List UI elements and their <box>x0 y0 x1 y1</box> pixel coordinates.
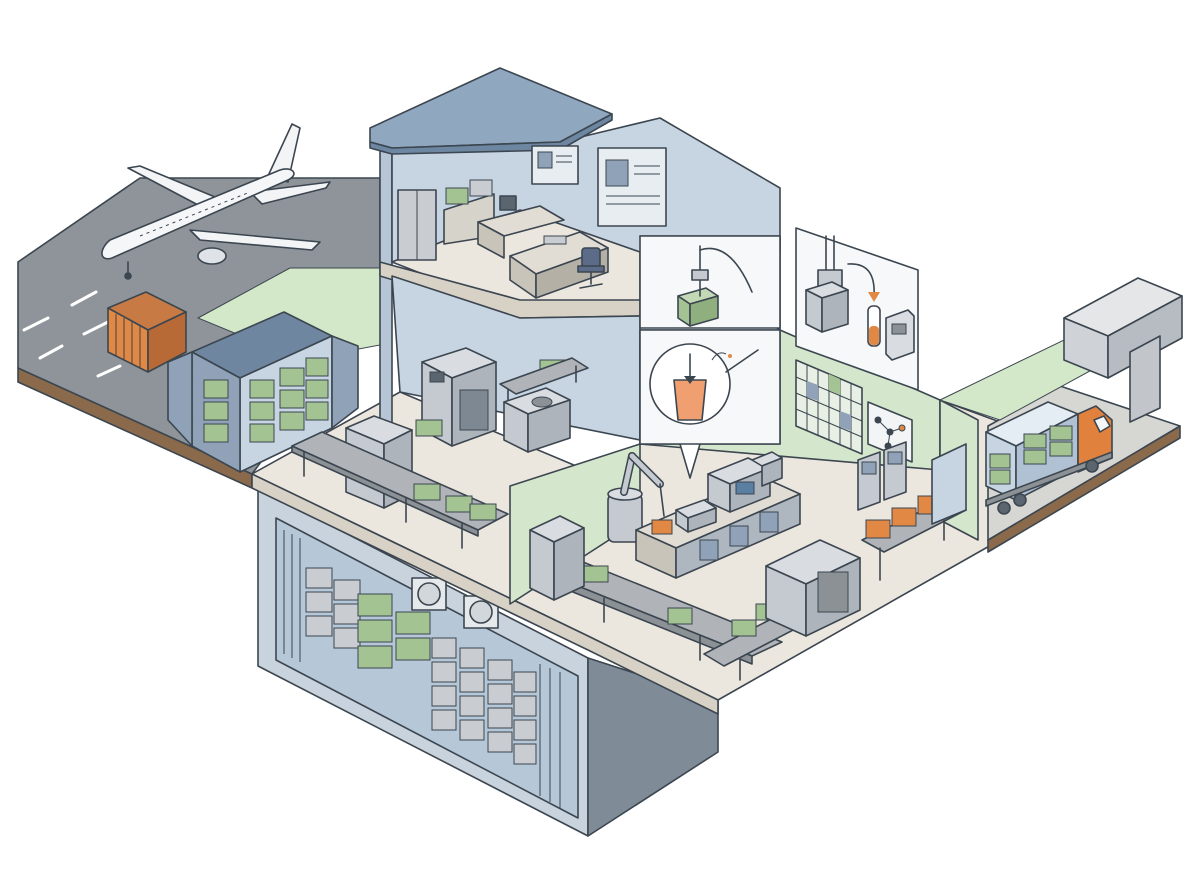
sample-beaker-icon <box>649 343 759 425</box>
cold-storage-icon <box>411 577 499 629</box>
callout-analysis <box>795 227 919 391</box>
sampling-probe-icon <box>677 245 753 327</box>
wall-poster-1 <box>531 145 579 185</box>
office-desk-icon <box>397 145 667 299</box>
airplane-icon <box>101 123 331 280</box>
lab-scanner-entry <box>529 515 585 601</box>
screening-hall <box>291 347 589 549</box>
shipping-container-icon <box>107 291 187 373</box>
basement-grey-crates <box>431 637 537 765</box>
test-tube-icon <box>867 305 915 361</box>
basement-cold-storage <box>257 487 719 837</box>
roof-edge <box>369 113 613 155</box>
analysis-terminals <box>857 441 907 511</box>
wall-grid-chart <box>795 359 863 455</box>
floor-slab-edge <box>251 473 719 715</box>
conveyor-belt-icon <box>291 359 567 549</box>
lab-scanner-exit <box>765 539 861 637</box>
callout-sampling <box>639 235 781 479</box>
lab-analyzer <box>707 451 783 513</box>
dispatch-doorway <box>931 443 967 525</box>
processing-unit <box>503 387 571 453</box>
office-chair <box>577 247 605 289</box>
crusher-icon <box>805 235 880 333</box>
warehouse-icon <box>1063 277 1183 423</box>
basement-green-crates <box>305 567 431 669</box>
truck-cargo-crates <box>989 425 1073 485</box>
container-crates <box>203 357 329 443</box>
delivery-truck-icon <box>985 401 1113 515</box>
robot-arm-icon <box>607 452 665 543</box>
wall-poster-2 <box>597 147 667 227</box>
cold-room-shutter <box>283 530 561 808</box>
